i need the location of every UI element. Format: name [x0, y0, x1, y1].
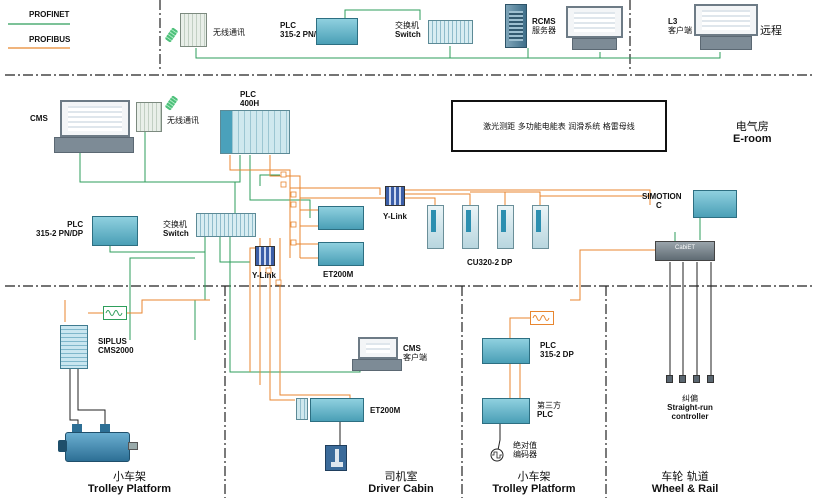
- drive-module: [462, 205, 479, 249]
- sensor-terminal: [666, 375, 673, 383]
- straight-run-label: 纠偏 Straight-run controller: [667, 394, 713, 421]
- legend-profinet-label: PROFINET: [29, 10, 70, 19]
- cu320-label: CU320-2 DP: [467, 258, 513, 267]
- et200m-eroom-label: ET200M: [323, 270, 354, 279]
- et200m-cabin-label: ET200M: [370, 406, 401, 415]
- cabinet-junction-box: CabiET: [655, 241, 715, 261]
- switch-eroom-module: [196, 213, 256, 237]
- drive-module: [532, 205, 549, 249]
- wireless-module: [180, 13, 207, 47]
- et200m-eroom-module-b: [318, 242, 364, 266]
- zone-driver-cabin: 司机室 Driver Cabin: [368, 470, 434, 495]
- noise-filter-symbol-2: [530, 311, 554, 325]
- bus-connectors: [265, 171, 297, 286]
- et200m-cabin-module: [310, 398, 364, 422]
- siplus-cms2000-module: [60, 325, 88, 369]
- wireless-eroom-label: 无线通讯: [167, 116, 199, 125]
- drive-module: [497, 205, 514, 249]
- wireless-top-label: 无线通讯: [213, 28, 245, 37]
- zone-trolley-right: 小车架 Trolley Platform: [492, 470, 576, 495]
- zone-trolley-left: 小车架 Trolley Platform: [87, 470, 172, 495]
- sensor-terminal: [679, 375, 686, 383]
- plc-400h-rack: [220, 110, 290, 154]
- info-box: 激光测距 多功能电能表 润滑系统 格雷母线: [451, 100, 667, 152]
- ylink-2-module: [255, 246, 275, 266]
- wireless-module: [136, 102, 162, 132]
- simotion-module: [693, 190, 737, 218]
- plc-trolley-module: [482, 338, 530, 364]
- sensor-terminal: [707, 375, 714, 383]
- rcms-server-icon: [505, 4, 527, 48]
- ylink-1-module: [385, 186, 405, 206]
- switch-top-module: [428, 20, 473, 44]
- zone-wheel-rail: 车轮 轨道 Wheel & Rail: [651, 470, 719, 495]
- zone-eroom: 电气房 E-room: [733, 120, 772, 145]
- power-cables: [69, 262, 712, 456]
- third-party-plc-module: [482, 398, 530, 424]
- plc-top-module: [316, 18, 358, 45]
- ylink-1-label: Y-Link: [383, 212, 408, 221]
- cms-eroom-label: CMS: [30, 114, 48, 123]
- zone-borders: [5, 0, 815, 498]
- joystick-icon: [325, 445, 347, 471]
- noise-filter-symbol: [103, 306, 127, 320]
- ylink-2-label: Y-Link: [252, 271, 277, 280]
- legend-profibus-label: PROFIBUS: [29, 35, 71, 44]
- et200m-eroom-module-a: [318, 206, 364, 230]
- encoder-label: 绝对值编码器: [513, 441, 537, 459]
- plc-eroom-module: [92, 216, 138, 246]
- sensor-terminal: [693, 375, 700, 383]
- et200m-cabin-head: [296, 398, 308, 420]
- zone-remote: 远程: [760, 24, 782, 37]
- drive-module: [427, 205, 444, 249]
- profibus-wires: [64, 155, 655, 420]
